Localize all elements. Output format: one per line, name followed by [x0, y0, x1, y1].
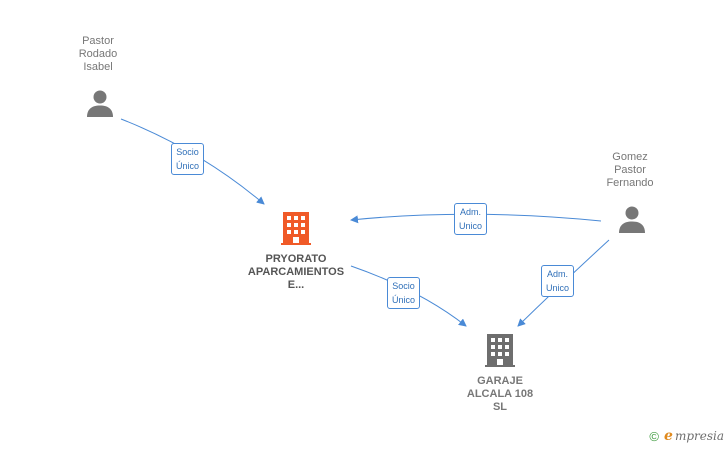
edge-label-socio-unico[interactable]: Socio Único: [387, 277, 421, 309]
edge-label-adm-unico[interactable]: Adm. Unico: [454, 203, 488, 235]
node-label-pastor-rodado[interactable]: Pastor Rodado Isabel: [78, 35, 118, 73]
node-label-garaje[interactable]: GARAJE ALCALA 108 SL: [466, 375, 534, 413]
building-icon[interactable]: [281, 212, 313, 246]
edge-label-adm-unico[interactable]: Adm. Unico: [541, 265, 575, 297]
person-icon[interactable]: [617, 205, 647, 235]
person-icon[interactable]: [85, 89, 115, 119]
building-icon[interactable]: [485, 334, 517, 368]
copyright-icon: ©: [649, 428, 660, 444]
edge-label-socio-unico[interactable]: Socio Único: [171, 143, 205, 175]
node-label-pryorato[interactable]: PRYORATO APARCAMIENTOS E...: [247, 253, 345, 291]
node-label-gomez-pastor[interactable]: Gomez Pastor Fernando: [606, 151, 654, 189]
